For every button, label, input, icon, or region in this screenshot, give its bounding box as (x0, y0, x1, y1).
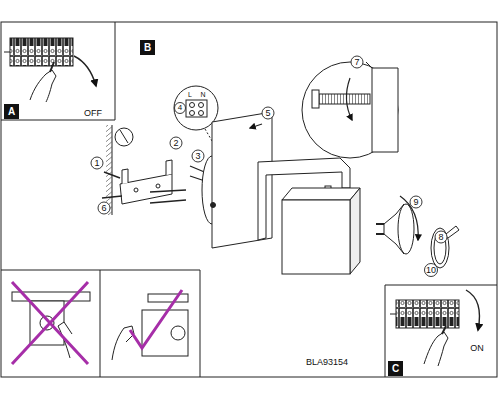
callout-number: 6 (101, 204, 106, 213)
callout-number: 3 (195, 152, 200, 161)
terminal-magnifier (174, 86, 218, 130)
callout-circle (192, 150, 204, 162)
retaining-ring (431, 228, 449, 268)
label-text: L (188, 91, 192, 98)
label-text: ON (470, 344, 484, 353)
callout-circle (175, 103, 186, 114)
panel-letter-text: B (144, 43, 151, 53)
panel-letter-text: A (8, 107, 15, 117)
callout-number: 5 (265, 109, 270, 118)
callout-number: 2 (173, 139, 178, 148)
callout-circle (351, 56, 363, 68)
callout-number: 8 (438, 233, 443, 242)
hand (30, 70, 56, 102)
on-arrow (466, 290, 480, 330)
arrow-5 (250, 124, 262, 128)
callout-circle (424, 263, 437, 276)
screw (318, 94, 370, 104)
panel-a-frame (1, 22, 115, 120)
panel-letter: C (388, 361, 403, 376)
label-text: BLA93154 (306, 358, 348, 367)
panel-letter: A (4, 104, 19, 119)
callout-circle (91, 157, 103, 169)
callout-number: 10 (426, 266, 436, 275)
callout-circle (435, 231, 447, 243)
wire (4, 52, 10, 53)
wall-hatch (106, 125, 112, 215)
terminal-block (10, 38, 73, 66)
callout-circle (262, 107, 274, 119)
panel-c-frame (385, 285, 497, 377)
label-text: OFF (84, 109, 102, 118)
label-text: N (200, 91, 205, 98)
wall-screw (102, 172, 122, 198)
panel-letter-text: C (392, 364, 399, 374)
callout-number: 9 (413, 198, 418, 207)
bulb-pins (376, 224, 384, 234)
screwdriver (50, 62, 54, 72)
callout-circle (98, 202, 110, 214)
callout-number: 4 (178, 104, 182, 112)
terminal-block (396, 300, 459, 328)
cable (120, 130, 128, 143)
bottom-panels-frame (1, 270, 200, 377)
arrow-9 (400, 196, 418, 240)
lamp-head (282, 200, 350, 274)
head-side (350, 188, 360, 274)
callout-circle (170, 137, 182, 149)
dowel (150, 190, 186, 203)
hand (424, 332, 448, 366)
detail-magnifier (302, 62, 398, 158)
plate-profile (148, 294, 188, 302)
head-top (282, 188, 360, 200)
bracket-ears (122, 160, 172, 184)
callout-circle (410, 196, 422, 208)
wrong-cross (12, 282, 88, 364)
off-arrow (74, 56, 96, 86)
callout-number: 1 (94, 159, 99, 168)
arrow-7 (346, 78, 352, 120)
callout-number: 7 (354, 58, 359, 67)
cable-hole (115, 128, 133, 146)
outer-frame (1, 22, 497, 377)
right-check (130, 290, 182, 348)
panel-letter: B (140, 40, 155, 55)
